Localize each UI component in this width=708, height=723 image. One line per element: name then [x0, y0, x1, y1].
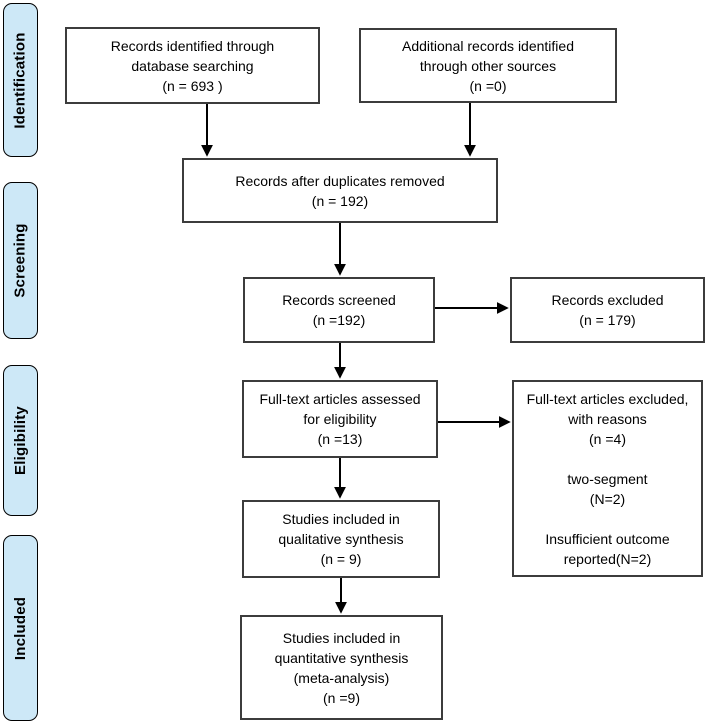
box-text-line: Additional records identified — [402, 37, 574, 54]
box-text-line: (n =192) — [312, 312, 366, 328]
box-text-line: Records after duplicates removed — [235, 172, 445, 189]
box-text-line: Full-text articles excluded, — [526, 390, 689, 407]
box-additional-records: Additional records identified through ot… — [359, 28, 617, 103]
box-quantitative-synthesis: Studies included in quantitative synthes… — [240, 615, 443, 720]
box-qualitative-synthesis: Studies included in qualitative synthesi… — [242, 500, 440, 578]
box-text-line: (n =13) — [317, 431, 363, 447]
stage-label-identification: Identification — [3, 3, 38, 157]
box-text-line: Studies included in — [282, 511, 400, 527]
box-records-screened: Records screened (n =192) — [243, 277, 435, 343]
stage-label-included: Included — [3, 535, 38, 721]
box-fulltext-excluded: Full-text articles excluded, with reason… — [512, 380, 703, 577]
box-text-line: (n = 192) — [311, 192, 369, 209]
stage-label-text: Screening — [12, 223, 30, 298]
stage-label-text: Identification — [12, 31, 30, 129]
box-text-line: (meta-analysis) — [293, 669, 390, 686]
box-text-line: (N=2) — [589, 490, 626, 507]
box-records-identified: Records identified through database sear… — [65, 27, 320, 104]
box-text-line: Insufficient outcome — [545, 530, 670, 547]
box-fulltext-assessed: Full-text articles assessed for eligibil… — [242, 380, 438, 458]
box-text-line: Records screened — [282, 292, 396, 308]
box-text-line: through other sources — [419, 57, 557, 74]
box-text-line: Records excluded — [551, 292, 664, 308]
box-text-line: (n =0) — [469, 77, 507, 94]
box-text-line: Records identified through — [110, 37, 275, 54]
box-text-line: (n =4) — [589, 430, 626, 447]
box-text-line: database searching — [131, 57, 254, 74]
box-text-line: (n = 9) — [320, 551, 362, 567]
box-text-line: reported(N=2) — [563, 550, 652, 567]
box-records-excluded: Records excluded (n = 179) — [510, 277, 705, 343]
box-text-line: (n = 693 ) — [162, 77, 223, 94]
box-text-line: quantitative synthesis — [274, 649, 409, 666]
box-text-line: (n = 179) — [579, 312, 636, 328]
box-text-line: with reasons — [568, 410, 647, 427]
box-text-line: Studies included in — [282, 629, 401, 646]
stage-label-text: Included — [12, 596, 29, 660]
stage-label-screening: Screening — [3, 182, 38, 339]
stage-label-eligibility: Eligibility — [3, 365, 38, 516]
box-text-line: for eligibility — [303, 411, 377, 427]
box-text-line: (n =9) — [323, 689, 360, 706]
box-text-line: Full-text articles assessed — [259, 391, 421, 407]
box-text-line: two-segment — [567, 470, 648, 487]
box-text-line: qualitative synthesis — [278, 531, 404, 547]
stage-label-text: Eligibility — [12, 406, 29, 475]
box-duplicates-removed: Records after duplicates removed (n = 19… — [182, 158, 498, 223]
